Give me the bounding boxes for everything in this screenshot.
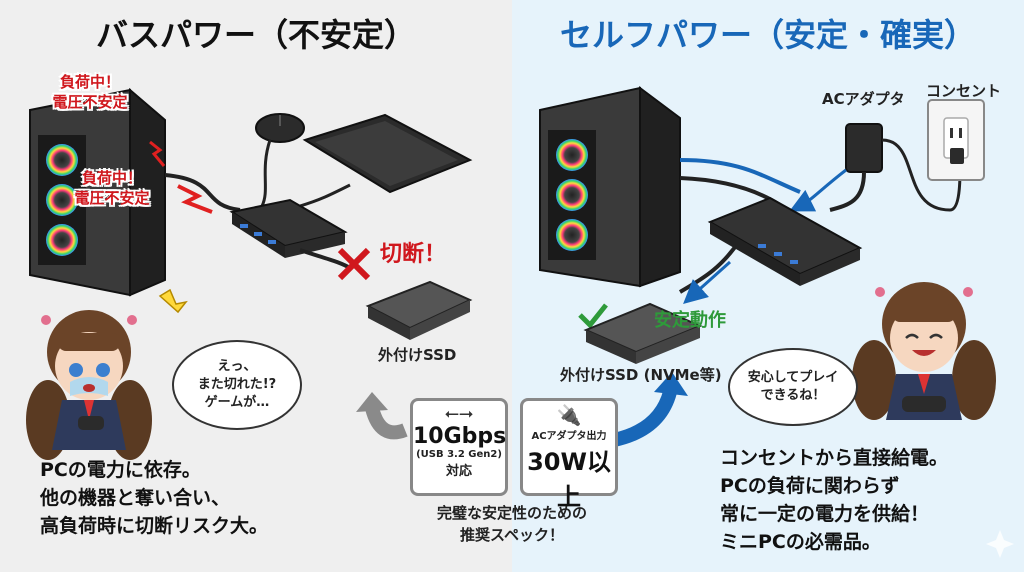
warning-1-line-1: 負荷中！ xyxy=(59,73,120,91)
happy-girl-icon xyxy=(852,282,996,420)
left-bubble-line-2: また切れた!? xyxy=(197,377,277,392)
shock-mark-icon xyxy=(158,288,188,314)
outlet-label: コンセント xyxy=(926,82,1002,100)
warning-label-1: 負荷中！ 電圧不安定 xyxy=(30,72,150,112)
left-desc-line-1: PCの電力に依存。 xyxy=(40,459,201,481)
right-description: コンセントから直接給電。 PCの負荷に関わらず 常に一定の電力を供給！ ミニPC… xyxy=(720,444,1010,556)
left-cable-pc-hub xyxy=(164,173,241,212)
left-speech-bubble: えっ、 また切れた!? ゲームが… xyxy=(172,340,302,430)
stable-operation-label: 安定動作 xyxy=(654,310,726,331)
ac-adapter-icon xyxy=(789,123,962,212)
right-bubble-line-1: 安心してプレイ xyxy=(747,370,839,385)
gray-arrow-left xyxy=(365,405,408,440)
worried-girl-icon xyxy=(26,310,152,460)
warning-2-line-2: 電圧不安定 xyxy=(74,189,150,207)
left-ssd-icon xyxy=(365,280,473,340)
right-usb-hub-icon xyxy=(707,196,863,286)
cut-label: 切断！ xyxy=(380,242,447,267)
usb-standard: (USB 3.2 Gen2) xyxy=(416,449,502,460)
spark-icon xyxy=(177,184,213,214)
right-blue-arrow-to-ssd xyxy=(683,260,732,305)
adapter-output-value: 30W以上 xyxy=(527,448,611,511)
adapter-spec-card: 🔌 ACアダプタ出力 30W以上 xyxy=(520,398,618,511)
left-bubble-line-1: えっ、 xyxy=(217,359,257,374)
right-speech-bubble: 安心してプレイ できるね！ xyxy=(728,348,858,426)
spec-note-line-1: 完璧な安定性のための xyxy=(436,504,587,522)
usb-speed: 10Gbps xyxy=(413,424,507,449)
usb-symbol-icon: ⭠⭢ xyxy=(444,403,474,424)
right-desc-line-4: ミニPCの必需品。 xyxy=(720,531,881,553)
adapter-output-label: ACアダプタ出力 xyxy=(531,431,607,442)
spec-note-line-2: 推奨スペック！ xyxy=(460,526,564,544)
keyboard-icon xyxy=(299,113,473,208)
left-desc-line-3: 高負荷時に切断リスク大。 xyxy=(40,515,269,537)
mouse-icon xyxy=(255,113,305,207)
right-bubble-line-2: できるね！ xyxy=(760,388,826,403)
adapter-plug-icon: 🔌 xyxy=(556,403,582,427)
left-pc-tower-icon xyxy=(29,87,166,297)
right-title: セルフパワー（安定・確実） xyxy=(559,16,976,54)
right-ssd-icon xyxy=(583,302,703,364)
right-desc-line-3: 常に一定の電力を供給！ xyxy=(720,503,930,525)
spec-note: 完璧な安定性のための 推奨スペック！ xyxy=(406,502,618,546)
left-description: PCの電力に依存。 他の機器と奪い合い、 高負荷時に切断リスク大。 xyxy=(40,456,370,540)
left-title: バスパワー（不安定） xyxy=(95,16,416,54)
lightning-icon xyxy=(149,140,166,167)
cut-x-icon xyxy=(337,247,371,281)
right-desc-line-2: PCの負荷に関わらず xyxy=(720,475,900,497)
right-blue-cable-pc-hub xyxy=(679,158,801,194)
usb-spec-card: ⭠⭢ 10Gbps (USB 3.2 Gen2) 対応 xyxy=(410,398,508,496)
left-ssd-label: 外付けSSD xyxy=(378,346,457,364)
right-desc-line-1: コンセントから直接給電。 xyxy=(720,447,949,469)
check-mark-icon xyxy=(578,303,608,329)
warning-label-2: 負荷中！ 電圧不安定 xyxy=(52,168,172,208)
ac-adapter-label: ACアダプタ xyxy=(822,90,905,108)
right-ssd-label: 外付けSSD (NVMe等) xyxy=(560,366,722,384)
warning-2-line-1: 負荷中！ xyxy=(81,169,142,187)
usb-support: 対応 xyxy=(445,464,472,479)
right-pc-tower-icon xyxy=(539,86,681,288)
warning-1-line-2: 電圧不安定 xyxy=(52,93,128,111)
sparkle-icon xyxy=(986,530,1014,558)
blue-arrow-right xyxy=(612,389,677,447)
outlet-icon xyxy=(927,99,985,181)
left-desc-line-2: 他の機器と奪い合い、 xyxy=(40,487,231,509)
left-bubble-line-3: ゲームが… xyxy=(204,395,270,410)
